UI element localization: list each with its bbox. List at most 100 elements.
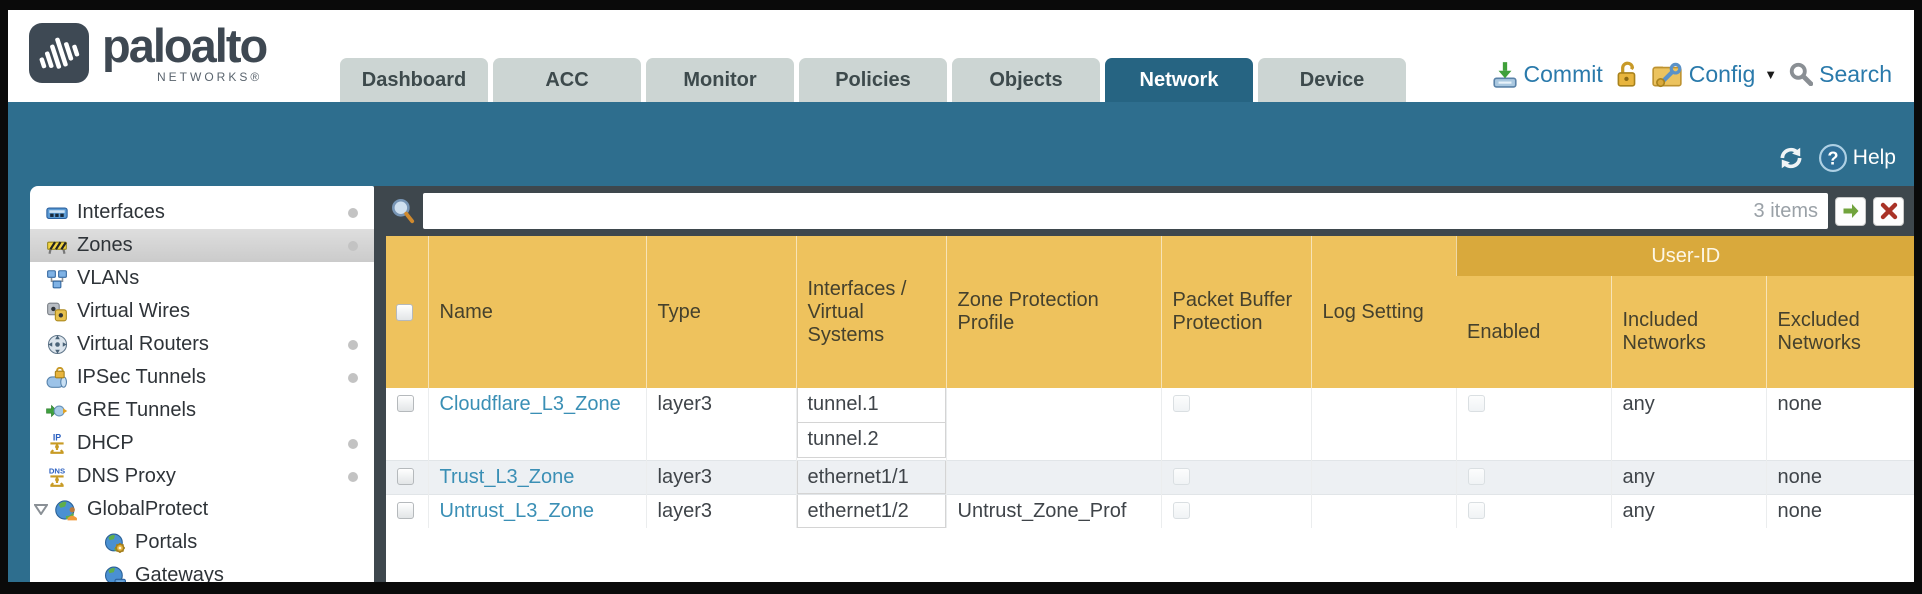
zones-content: 3 items [386, 186, 1914, 582]
tab-dashboard[interactable]: Dashboard [340, 58, 488, 102]
userid-enabled-cell [1455, 388, 1611, 460]
zone-type-cell: layer3 [645, 494, 796, 528]
userid-enabled-checkbox[interactable] [1467, 395, 1485, 412]
config-menu[interactable]: Config ▼ [1651, 60, 1777, 88]
item-count: 3 items [1753, 199, 1818, 222]
zones-icon [44, 235, 70, 257]
included-networks-cell: any [1610, 388, 1766, 460]
lock-icon[interactable] [1615, 60, 1639, 88]
status-dot [348, 373, 358, 383]
clear-filter-button[interactable] [1873, 196, 1904, 226]
sidebar-item-dhcp[interactable]: IP DHCP [30, 427, 374, 460]
row-checkbox[interactable] [397, 395, 414, 412]
context-band: ? Help [8, 102, 1914, 186]
zone-interfaces-cell: ethernet1/1 [795, 460, 946, 494]
sidebar-item-virtual-routers[interactable]: Virtual Routers [30, 328, 374, 361]
gateways-icon [102, 565, 128, 582]
help-icon[interactable]: ? [1818, 144, 1847, 172]
zone-name-cell: Untrust_L3_Zone [427, 494, 646, 528]
dns-proxy-icon: DNS [44, 466, 70, 488]
sidebar-item-gateways[interactable]: Gateways [30, 559, 374, 582]
packet-buffer-checkbox[interactable] [1172, 501, 1190, 519]
tab-monitor[interactable]: Monitor [646, 58, 794, 102]
commit-button[interactable]: Commit [1492, 60, 1603, 88]
main-nav-tabs: Dashboard ACC Monitor Policies Objects N… [340, 58, 1406, 102]
refresh-icon[interactable] [1777, 145, 1805, 171]
select-all-header[interactable] [386, 236, 428, 388]
globalprotect-icon [54, 499, 80, 521]
ipsec-tunnels-icon [44, 366, 70, 389]
search-label: Search [1819, 60, 1892, 87]
sidebar-item-gre-tunnels[interactable]: GRE Tunnels [30, 394, 374, 427]
sidebar-item-globalprotect[interactable]: GlobalProtect [30, 493, 374, 526]
row-select-cell [386, 388, 428, 460]
expander-triangle-icon[interactable] [33, 498, 52, 521]
column-header-included-networks[interactable]: Included Networks [1610, 276, 1766, 388]
excluded-networks-cell: none [1765, 494, 1914, 528]
search-button[interactable]: Search [1789, 61, 1892, 88]
commit-label: Commit [1523, 60, 1603, 87]
sidebar-item-interfaces[interactable]: Interfaces [30, 196, 374, 229]
column-header-name[interactable]: Name [427, 236, 646, 388]
included-networks-cell: any [1610, 460, 1766, 494]
help-label[interactable]: Help [1852, 146, 1896, 169]
tab-network[interactable]: Network [1105, 58, 1253, 102]
sidebar-item-label: Gateways [135, 564, 224, 582]
network-sidebar: Interfaces Zones VLANs Vir [30, 186, 374, 582]
zone-name-link[interactable]: Cloudflare_L3_Zone [439, 393, 621, 415]
sidebar-scrollbar[interactable] [374, 186, 386, 582]
column-header-log-setting[interactable]: Log Setting [1310, 236, 1456, 388]
sidebar-item-dns-proxy[interactable]: DNS DNS Proxy [30, 460, 374, 493]
apply-filter-button[interactable] [1835, 196, 1866, 226]
app-window: paloalto NETWORKS® Dashboard ACC Monitor… [8, 10, 1914, 582]
log-setting-cell [1310, 460, 1456, 494]
sidebar-item-virtual-wires[interactable]: Virtual Wires [30, 295, 374, 328]
packet-buffer-cell [1160, 388, 1311, 460]
tab-objects[interactable]: Objects [952, 58, 1100, 102]
row-select-cell [386, 460, 428, 494]
app-header: paloalto NETWORKS® Dashboard ACC Monitor… [8, 10, 1914, 102]
packet-buffer-checkbox[interactable] [1172, 467, 1190, 485]
sidebar-item-zones[interactable]: Zones [30, 229, 374, 262]
zone-name-cell: Cloudflare_L3_Zone [427, 388, 646, 460]
virtual-routers-icon [44, 334, 70, 356]
row-checkbox[interactable] [397, 501, 414, 519]
userid-enabled-checkbox[interactable] [1467, 501, 1485, 519]
zone-protection-cell: Untrust_Zone_Prof [945, 494, 1161, 528]
column-header-interfaces[interactable]: Interfaces / Virtual Systems [795, 236, 946, 388]
left-margin-strip [8, 186, 30, 582]
main-area: Interfaces Zones VLANs Vir [8, 186, 1914, 582]
sidebar-item-label: Virtual Wires [77, 300, 190, 322]
column-header-packet-buffer-protection[interactable]: Packet Buffer Protection [1160, 236, 1311, 388]
tab-acc[interactable]: ACC [493, 58, 641, 102]
column-header-excluded-networks[interactable]: Excluded Networks [1765, 276, 1914, 388]
sidebar-item-ipsec-tunnels[interactable]: IPSec Tunnels [30, 361, 374, 394]
zone-interfaces-cell: ethernet1/2 [795, 494, 946, 528]
select-all-checkbox[interactable] [396, 303, 413, 321]
status-dot [348, 439, 358, 449]
packet-buffer-cell [1160, 460, 1311, 494]
column-header-type[interactable]: Type [645, 236, 796, 388]
filter-input[interactable] [423, 193, 1828, 229]
zone-protection-cell [945, 460, 1161, 494]
included-networks-cell: any [1610, 494, 1766, 528]
log-setting-cell [1310, 494, 1456, 528]
brand-name: paloalto [102, 19, 268, 72]
tab-policies[interactable]: Policies [799, 58, 947, 102]
sidebar-item-label: VLANs [77, 267, 140, 289]
row-checkbox[interactable] [397, 467, 414, 485]
column-header-zone-protection-profile[interactable]: Zone Protection Profile [945, 236, 1161, 388]
zone-name-link[interactable]: Trust_L3_Zone [439, 465, 575, 488]
interface-entry: tunnel.1 [797, 388, 946, 423]
zone-name-link[interactable]: Untrust_L3_Zone [439, 499, 595, 522]
column-header-enabled[interactable]: Enabled [1456, 276, 1611, 388]
sidebar-item-vlans[interactable]: VLANs [30, 262, 374, 295]
zone-name-cell: Trust_L3_Zone [427, 460, 646, 494]
tab-device[interactable]: Device [1258, 58, 1406, 102]
portals-icon [102, 532, 128, 554]
sidebar-item-portals[interactable]: Portals [30, 526, 374, 559]
dhcp-icon: IP [44, 433, 70, 455]
userid-enabled-checkbox[interactable] [1467, 467, 1485, 485]
packet-buffer-checkbox[interactable] [1172, 395, 1190, 412]
commit-icon [1492, 62, 1517, 88]
